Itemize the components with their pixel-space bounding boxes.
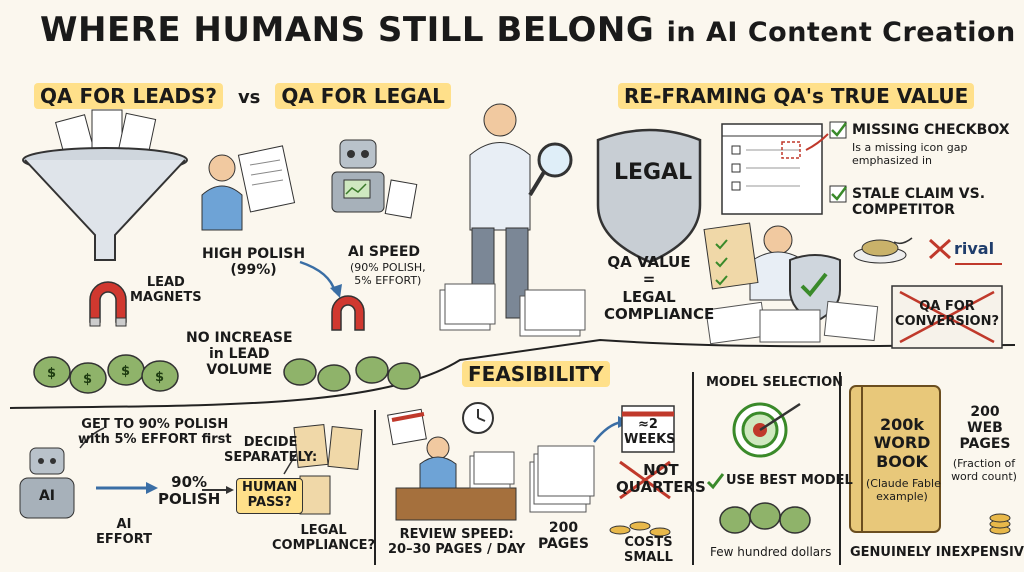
money-bags-model [719, 502, 811, 534]
funnel-icon [22, 109, 188, 261]
svg-text:$: $ [47, 366, 56, 381]
polish-note-label: GET TO 90% POLISH with 5% EFFORT first [78, 417, 232, 447]
coins-icon [609, 521, 671, 537]
decide-label: DECIDE SEPARATELY: [224, 435, 318, 465]
qa-heading: QA FOR LEADS? vs QA FOR LEGAL [34, 83, 451, 109]
arrow-weeks [593, 420, 623, 443]
qa-legal-heading: QA FOR LEGAL [275, 83, 451, 109]
money-bags-left [33, 354, 179, 394]
ai-speed-label: AI SPEED [348, 244, 421, 260]
calendar-icon [387, 408, 427, 446]
title-tail: in AI Content Creation [666, 17, 1016, 48]
page-title: WHERE HUMANS STILL BELONG in AI Content … [40, 10, 1015, 50]
rival-logo-icon [928, 238, 1002, 265]
ai-effort-label: AI EFFORT [96, 517, 152, 547]
clock-icon [462, 402, 494, 434]
main-divider [9, 338, 1016, 409]
magnet-icon-center [331, 295, 365, 331]
check-icon-2 [829, 185, 847, 203]
pages-200-label: 200 PAGES [538, 520, 589, 553]
book-icon [849, 385, 941, 533]
paper-stacks-center [439, 283, 586, 337]
robot-icon [331, 139, 418, 219]
svg-text:$: $ [83, 372, 92, 387]
qa-leads-heading: QA FOR LEADS? [34, 83, 223, 109]
ai-speed-note: (90% POLISH, 5% EFFORT) [350, 261, 426, 287]
missing-checkbox-label: MISSING CHECKBOX [852, 122, 1010, 138]
target-icon [732, 402, 801, 458]
missing-note: Is a missing icon gap emphasized in [852, 141, 968, 167]
legal-compliance-label: LEGAL COMPLIANCE? [272, 523, 376, 553]
feasibility-heading: FEASIBILITY [462, 361, 610, 387]
check-icon-3 [706, 473, 725, 490]
costs-small-label: COSTS SMALL [624, 535, 673, 565]
book-note-label: (Claude Fable example) [866, 477, 941, 503]
human-pass-tag: HUMAN PASS? [236, 478, 304, 514]
qa-value-label: QA VALUE = LEGAL COMPLIANCE [604, 253, 715, 323]
web-note-label: (Fraction of word count) [951, 457, 1017, 483]
papers-reframe [705, 300, 879, 345]
lead-magnets-label: LEAD MAGNETS [130, 275, 202, 305]
stale-food-icon [853, 239, 907, 264]
vs-label: vs [237, 87, 261, 108]
magnet-icon-left [89, 281, 127, 327]
person-magnifier-icon [469, 103, 573, 319]
person-writing-icon [201, 145, 296, 231]
model-selection-heading: MODEL SELECTION [706, 375, 844, 390]
stale-claim-label: STALE CLAIM VS. COMPETITOR [852, 186, 986, 219]
book-title-label: 200k WORD BOOK [873, 415, 931, 471]
polish-90-label: 90% POLISH [158, 473, 221, 509]
rival-logo-text: rival [954, 239, 995, 258]
web-pages-label: 200 WEB PAGES [959, 404, 1011, 453]
not-quarters-label: NOT QUARTERS [616, 461, 706, 497]
coins-book [989, 513, 1011, 535]
review-speed-label: REVIEW SPEED: 20–30 PAGES / DAY [388, 527, 526, 557]
arrow-missing [805, 133, 829, 151]
reframe-heading: RE-FRAMING QA's TRUE VALUE [618, 83, 975, 109]
money-bags-center [283, 356, 421, 392]
browser-checklist-icon [721, 123, 823, 215]
inexpensive-label: GENUINELY INEXPENSIVE [850, 545, 1024, 560]
svg-text:$: $ [121, 364, 130, 379]
svg-text:$: $ [155, 370, 164, 385]
few-hundred-label: Few hundred dollars [710, 545, 832, 559]
arrow-polish [299, 260, 337, 293]
check-icon-1 [829, 121, 847, 139]
ai-robot-icon [19, 447, 75, 519]
weeks-label: ≈2 WEEKS [624, 417, 676, 447]
paper-stack-200 [529, 445, 595, 513]
use-best-model-label: USE BEST MODEL [726, 473, 853, 488]
shield-legal-label: LEGAL [614, 160, 693, 185]
clipboards-icon [293, 423, 363, 515]
ai-label: AI [38, 488, 56, 504]
legal-shield-icon [596, 128, 702, 264]
high-polish-label: HIGH POLISH (99%) [202, 246, 306, 279]
title-main: WHERE HUMANS STILL BELONG [40, 10, 655, 50]
no-increase-label: NO INCREASE in LEAD VOLUME [186, 330, 293, 379]
qa-conversion-label: QA FOR CONVERSION? [894, 299, 1000, 329]
desk-worker-icon [395, 436, 517, 521]
